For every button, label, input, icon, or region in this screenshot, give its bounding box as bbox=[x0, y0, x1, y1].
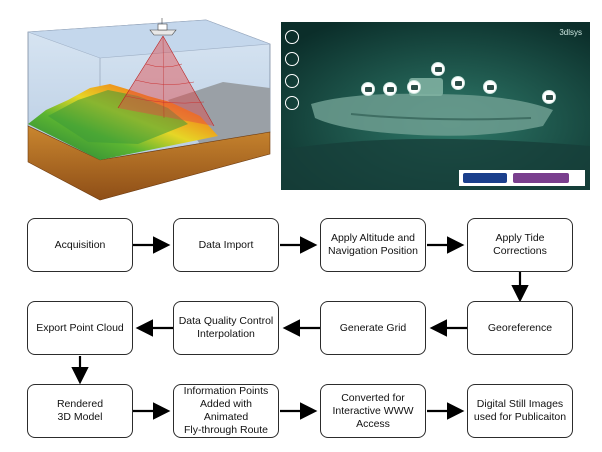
step-rendered-3d-model: Rendered 3D Model bbox=[27, 384, 133, 438]
step-export-point-cloud: Export Point Cloud bbox=[27, 301, 133, 355]
step-data-quality: Data Quality Control Interpolation bbox=[173, 301, 279, 355]
sonar-survey-illustration bbox=[27, 18, 271, 201]
camera-icon[interactable] bbox=[361, 82, 375, 96]
video-camera-icon[interactable] bbox=[431, 62, 445, 76]
nautical-archaeology-society-logo bbox=[463, 173, 507, 183]
video-camera-icon[interactable] bbox=[285, 96, 299, 110]
wreck-render bbox=[281, 22, 590, 190]
camera-icon[interactable] bbox=[451, 76, 465, 90]
step-digital-still-images: Digital Still Images used for Publicaito… bbox=[467, 384, 573, 438]
video-camera-icon[interactable] bbox=[383, 82, 397, 96]
step-acquisition: Acquisition bbox=[27, 218, 133, 272]
camera-icon[interactable] bbox=[483, 80, 497, 94]
step-information-points: Information Points Added with Animated F… bbox=[173, 384, 279, 438]
eye-icon[interactable] bbox=[285, 30, 299, 44]
step-converted-www: Converted for Interactive WWW Access bbox=[320, 384, 426, 438]
step-apply-tide: Apply Tide Corrections bbox=[467, 218, 573, 272]
info-icon[interactable] bbox=[285, 52, 299, 66]
step-generate-grid: Generate Grid bbox=[320, 301, 426, 355]
step-data-import: Data Import bbox=[173, 218, 279, 272]
web-3d-viewer[interactable]: 3dlsys bbox=[281, 22, 590, 190]
historic-england-logo bbox=[513, 173, 569, 183]
step-apply-altitude: Apply Altitude and Navigation Position bbox=[320, 218, 426, 272]
camera-icon[interactable] bbox=[542, 90, 556, 104]
step-georeference: Georeference bbox=[467, 301, 573, 355]
brand-label: 3dlsys bbox=[559, 28, 582, 37]
sponsor-logos bbox=[459, 170, 585, 186]
survey-vessel-icon bbox=[149, 18, 177, 36]
camera-icon[interactable] bbox=[407, 80, 421, 94]
camera-icon[interactable] bbox=[285, 74, 299, 88]
